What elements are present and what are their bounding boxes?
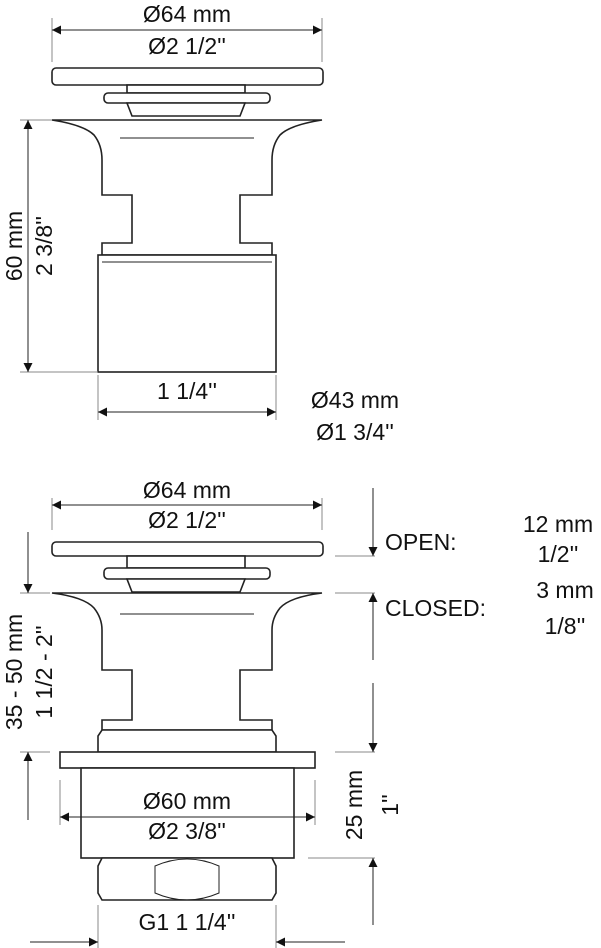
thread-size: 1 1/4'' — [157, 378, 217, 404]
body-diameter-mm: Ø43 mm — [311, 387, 399, 413]
top-diameter-in: Ø2 1/2'' — [148, 33, 226, 59]
threaded-body — [97, 254, 277, 373]
closed-in: 1/8'' — [545, 613, 586, 639]
top-drain-drawing: Ø64 mm Ø2 1/2'' 60 mm 2 3/8'' 1 1/4'' Ø4… — [1, 1, 399, 445]
base-flange — [59, 751, 316, 769]
drain-body — [51, 119, 323, 256]
height-mm: 60 mm — [1, 211, 27, 281]
washer — [103, 92, 271, 104]
height-in: 2 3/8'' — [31, 216, 57, 276]
bottom-drain-drawing: Ø64 mm Ø2 1/2'' Ø60 mm Ø2 3/8'' G1 1 1/4… — [1, 477, 594, 948]
open-mm: 12 mm — [523, 511, 593, 537]
base-height-mm: 25 mm — [341, 770, 367, 840]
thread-size: G1 1 1/4'' — [138, 909, 235, 935]
base-diameter-mm: Ø60 mm — [143, 788, 231, 814]
closed-label: CLOSED: — [385, 595, 486, 621]
top-diameter-in: Ø2 1/2'' — [148, 507, 226, 533]
body-diameter-in: Ø1 3/4'' — [316, 419, 394, 445]
top-diameter-mm: Ø64 mm — [143, 477, 231, 503]
nut — [97, 857, 277, 901]
cap-plate — [51, 67, 324, 86]
open-label: OPEN: — [385, 529, 457, 555]
base-diameter-in: Ø2 3/8'' — [148, 818, 226, 844]
open-in: 1/2'' — [538, 541, 579, 567]
top-diameter-mm: Ø64 mm — [143, 1, 231, 27]
range-in: 1 1/2 - 2'' — [31, 625, 57, 718]
closed-mm: 3 mm — [536, 577, 594, 603]
range-mm: 35 - 50 mm — [1, 614, 27, 730]
cap-plate — [51, 541, 324, 557]
base-height-in: 1'' — [377, 794, 403, 816]
